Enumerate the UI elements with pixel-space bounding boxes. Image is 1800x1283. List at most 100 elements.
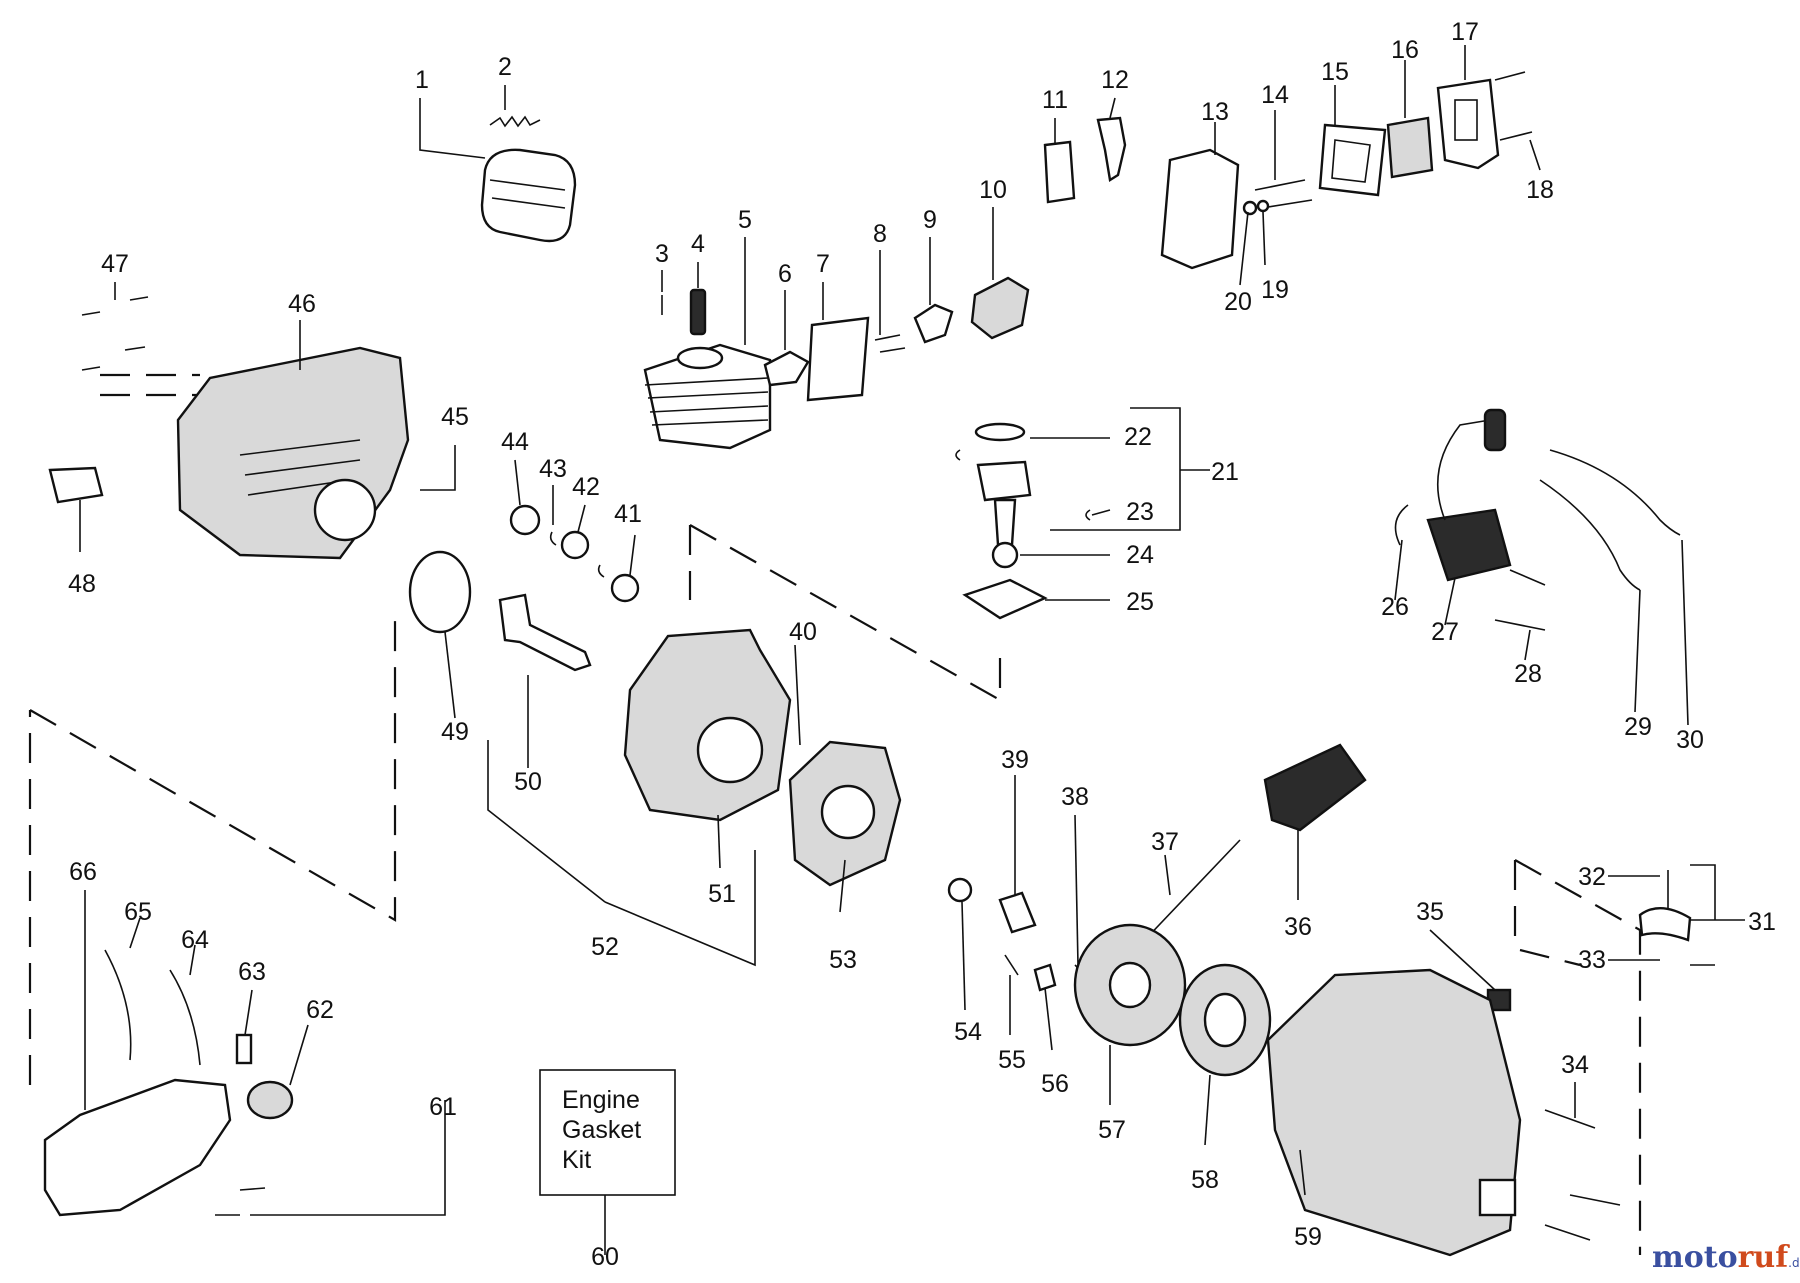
part-label-45: 45 — [441, 403, 469, 431]
part-label-1: 1 — [415, 66, 429, 94]
pawl-part — [1033, 963, 1057, 992]
piston-ring-part — [974, 422, 1026, 442]
gasket-part — [763, 350, 810, 387]
fuel-line-65-part — [104, 949, 132, 1061]
part-label-3: 3 — [655, 240, 669, 268]
part-label-26: 26 — [1381, 593, 1409, 621]
part-label-46: 46 — [288, 290, 316, 318]
part-label-31: 31 — [1748, 908, 1776, 936]
part-label-62: 62 — [306, 996, 334, 1024]
part-label-2: 2 — [498, 53, 512, 81]
part-label-24: 24 — [1126, 541, 1154, 569]
part-label-59: 59 — [1294, 1223, 1322, 1251]
part-label-15: 15 — [1321, 58, 1349, 86]
part-label-50: 50 — [514, 768, 542, 796]
part-label-22: 22 — [1124, 423, 1152, 451]
bracket-part — [48, 466, 104, 504]
motoruf-watermark: motoruf.de — [1652, 1240, 1800, 1275]
piston-part — [976, 460, 1032, 502]
kit-line-1: Engine — [562, 1086, 640, 1114]
part-label-18: 18 — [1526, 176, 1554, 204]
fuel-line-64-part — [169, 969, 201, 1066]
plate-part — [1043, 140, 1076, 204]
o-ring-part — [408, 550, 472, 634]
part-label-48: 48 — [68, 570, 96, 598]
screws-part — [874, 334, 906, 353]
lead-clip-part — [1394, 504, 1409, 546]
part-label-58: 58 — [1191, 1166, 1219, 1194]
fuel-cap-part — [246, 1080, 294, 1120]
choke-lever-part — [1096, 116, 1127, 182]
spark-plug-part — [689, 288, 707, 336]
part-label-63: 63 — [238, 958, 266, 986]
bearing-41-part — [610, 573, 640, 603]
watermark-part2: ruf — [1738, 1240, 1791, 1275]
part-label-55: 55 — [998, 1046, 1026, 1074]
starter-rope-part — [1139, 839, 1241, 946]
engine-gasket-kit-box: Engine Gasket Kit — [539, 1069, 676, 1196]
module-bolts-part — [1494, 569, 1546, 631]
kill-wire-part — [1549, 449, 1681, 536]
part-label-40: 40 — [789, 618, 817, 646]
washer-part — [1242, 200, 1258, 216]
clips-part — [955, 449, 1091, 521]
part-label-5: 5 — [738, 206, 752, 234]
bearing-42-part — [560, 530, 590, 560]
ground-wire-part — [1539, 479, 1641, 591]
watermark-suffix: .de — [1788, 1256, 1800, 1270]
part-label-10: 10 — [979, 176, 1007, 204]
fan-housing-part — [1266, 968, 1522, 1257]
part-label-30: 30 — [1676, 726, 1704, 754]
shoulder-bolt-part — [998, 891, 1037, 934]
engine-shroud-part — [176, 346, 410, 560]
fuel-filter-part — [235, 1033, 253, 1065]
part-label-17: 17 — [1451, 18, 1479, 46]
part-label-27: 27 — [1431, 618, 1459, 646]
part-label-66: 66 — [69, 858, 97, 886]
part-label-65: 65 — [124, 898, 152, 926]
part-label-64: 64 — [181, 926, 209, 954]
part-label-11: 11 — [1042, 86, 1068, 114]
part-label-52: 52 — [591, 933, 619, 961]
part-label-19: 19 — [1261, 276, 1289, 304]
part-label-16: 16 — [1391, 36, 1419, 64]
part-label-21: 21 — [1211, 458, 1239, 486]
part-label-28: 28 — [1514, 660, 1542, 688]
svg-text:motoruf.de: motoruf.de — [1652, 1240, 1800, 1275]
washer-54-part — [947, 877, 973, 903]
air-filter-base-part — [1160, 148, 1240, 270]
starter-handle-part — [1263, 743, 1367, 832]
tank-screws-part — [215, 1187, 266, 1216]
air-filter-cover-part — [1436, 78, 1500, 170]
kit-line-2: Gasket — [562, 1116, 641, 1144]
fuel-tank-part — [43, 1078, 232, 1217]
part-label-54: 54 — [954, 1018, 982, 1046]
part-label-57: 57 — [1098, 1116, 1126, 1144]
part-label-37: 37 — [1151, 828, 1179, 856]
part-label-9: 9 — [923, 206, 937, 234]
clamp-part — [1638, 907, 1692, 942]
part-label-20: 20 — [1224, 288, 1252, 316]
watermark-part1: moto — [1652, 1240, 1738, 1275]
part-label-29: 29 — [1624, 713, 1652, 741]
part-label-36: 36 — [1284, 913, 1312, 941]
part-label-12: 12 — [1101, 66, 1129, 94]
carburetor-part — [970, 276, 1030, 340]
part-label-32: 32 — [1578, 863, 1606, 891]
part-label-6: 6 — [778, 260, 792, 288]
part-label-34: 34 — [1561, 1051, 1589, 1079]
part-label-14: 14 — [1261, 81, 1289, 109]
ignition-module-part — [1426, 508, 1512, 582]
spring-part — [489, 115, 541, 128]
base-gasket-part — [962, 578, 1048, 620]
part-label-38: 38 — [1061, 783, 1089, 811]
part-label-47: 47 — [101, 250, 129, 278]
part-label-44: 44 — [501, 428, 529, 456]
air-filter-part — [1386, 116, 1434, 179]
part-shapes — [43, 71, 1692, 1257]
part-label-51: 51 — [708, 880, 736, 908]
housing-bolts-part — [1544, 1109, 1621, 1241]
cover-screws-part — [1494, 71, 1533, 141]
